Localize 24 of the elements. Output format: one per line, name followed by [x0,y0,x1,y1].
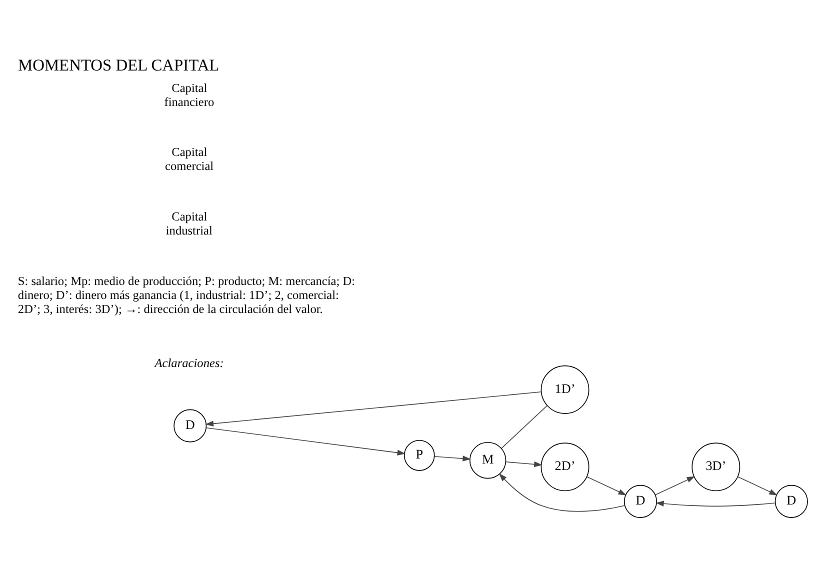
node-circle: 1D’ [540,364,590,414]
node-circle: 3D’ [692,442,740,491]
arrow [655,476,696,495]
arrow [498,472,625,512]
arrow [586,476,627,495]
node-circle: 2D’ [540,442,590,491]
arrow [656,500,776,506]
node-circle: D [174,408,207,442]
arrow [737,476,778,495]
node-circle: M [469,441,506,478]
label: S: salario; Mp: medio de producción; P: producto; M: mercancía; D: dinero; D’: dinero más ganancia (1, industrial: 1D’; 2, comercial: 2D’; 3, interés: 3D’); →: dirección de la circulación del valor. [18,273,356,316]
diagram-title: MOMENTOS DEL CAPITAL [18,55,220,74]
arrow [205,390,542,426]
node-circle: P [404,439,435,470]
label: Capital comercial [165,144,214,173]
label: Aclaraciones: [154,356,224,370]
arrow [206,426,406,456]
arrow [434,455,471,461]
label: Capital financiero [164,80,214,109]
label: Capital industrial [166,208,212,237]
node-circle: D [774,484,808,518]
arrow [505,460,542,467]
connector [501,404,548,448]
node-circle: D [624,484,657,518]
